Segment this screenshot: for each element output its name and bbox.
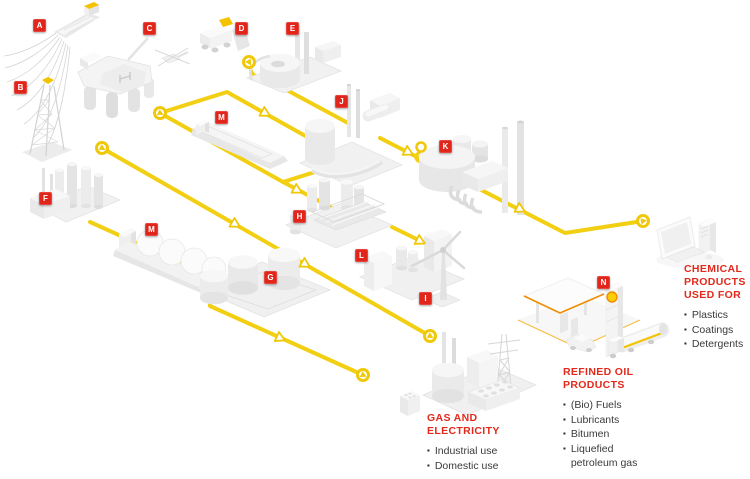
marker-storage-tanks: G: [264, 271, 277, 284]
service-station: [517, 277, 670, 359]
power-plant: [400, 332, 538, 416]
gas-treatment-plant: [30, 161, 122, 223]
marker-gas-processing-plant: E: [286, 22, 299, 35]
legend-refined-oil-products: REFINED OIL PRODUCTS (Bio) Fuels Lubrica…: [563, 366, 663, 471]
legend-chemical-item: Coatings: [684, 323, 750, 338]
legend-chemical-products: CHEMICAL PRODUCTS USED FOR Plastics Coat…: [684, 263, 750, 352]
legend-gas-and-electricity: GAS AND ELECTRICITY Industrial use Domes…: [427, 412, 527, 473]
oil-refinery: [284, 177, 394, 249]
legend-chemical-item: Plastics: [684, 308, 750, 323]
seismic-survey-vessel: [3, 2, 100, 151]
legend-chemical-heading-line3: USED FOR: [684, 289, 742, 301]
drilling-derrick: [22, 77, 72, 162]
tanker-truck-icon: [607, 322, 670, 359]
processing-plant: [298, 84, 404, 187]
marker-offshore-platform: C: [143, 22, 156, 35]
marker-processing-plant: J: [335, 95, 348, 108]
marker-service-station: N: [597, 276, 610, 289]
marker-chemical-plant: K: [439, 140, 452, 153]
marker-seismic-vibrator-truck: D: [235, 22, 248, 35]
legend-refined-item: Lubricants: [563, 413, 663, 428]
legend-refined-item: Bitumen: [563, 427, 663, 442]
car-icon: [565, 333, 597, 353]
chemical-plant: [419, 120, 524, 215]
marker-oil-refinery: H: [293, 210, 306, 223]
legend-gas-item: Industrial use: [427, 444, 527, 459]
pipeline-nodes: [95, 55, 650, 382]
legend-refined-item: Liquefied petroleum gas: [563, 442, 663, 471]
marker-drilling-derrick: B: [14, 81, 27, 94]
legend-chemical-item: Detergents: [684, 337, 750, 352]
marker-gas-treatment-plant: F: [39, 192, 52, 205]
marker-seismic-survey-vessel: A: [33, 19, 46, 32]
helicopter-icon: [154, 47, 191, 67]
legend-gas-item: Domestic use: [427, 459, 527, 474]
legend-refined-heading-line2: PRODUCTS: [563, 379, 625, 391]
oil-tanker: [191, 120, 288, 169]
marker-wind-turbine: I: [419, 292, 432, 305]
marker-lng-carrier: M: [145, 223, 158, 236]
transformer-cabinet-icon: [400, 391, 420, 416]
marker-oil-tanker: M: [215, 111, 228, 124]
legend-gas-heading-line2: ELECTRICITY: [427, 425, 500, 437]
gas-processing-plant: [245, 26, 343, 94]
legend-chemical-heading-line2: PRODUCTS: [684, 276, 746, 288]
legend-chemical-heading-line1: CHEMICAL: [684, 263, 743, 275]
desktop-computer: [656, 216, 724, 268]
storage-tanks: [194, 247, 332, 318]
marker-lubricants-plant: L: [355, 249, 368, 262]
wind-turbine: [410, 230, 466, 308]
legend-refined-item: (Bio) Fuels: [563, 398, 663, 413]
legend-refined-heading-line1: REFINED OIL: [563, 366, 634, 378]
offshore-platform: [77, 37, 191, 118]
legend-gas-heading-line1: GAS AND: [427, 412, 478, 424]
station-sign-icon: [605, 282, 623, 358]
lubricants-plant: [358, 229, 466, 301]
